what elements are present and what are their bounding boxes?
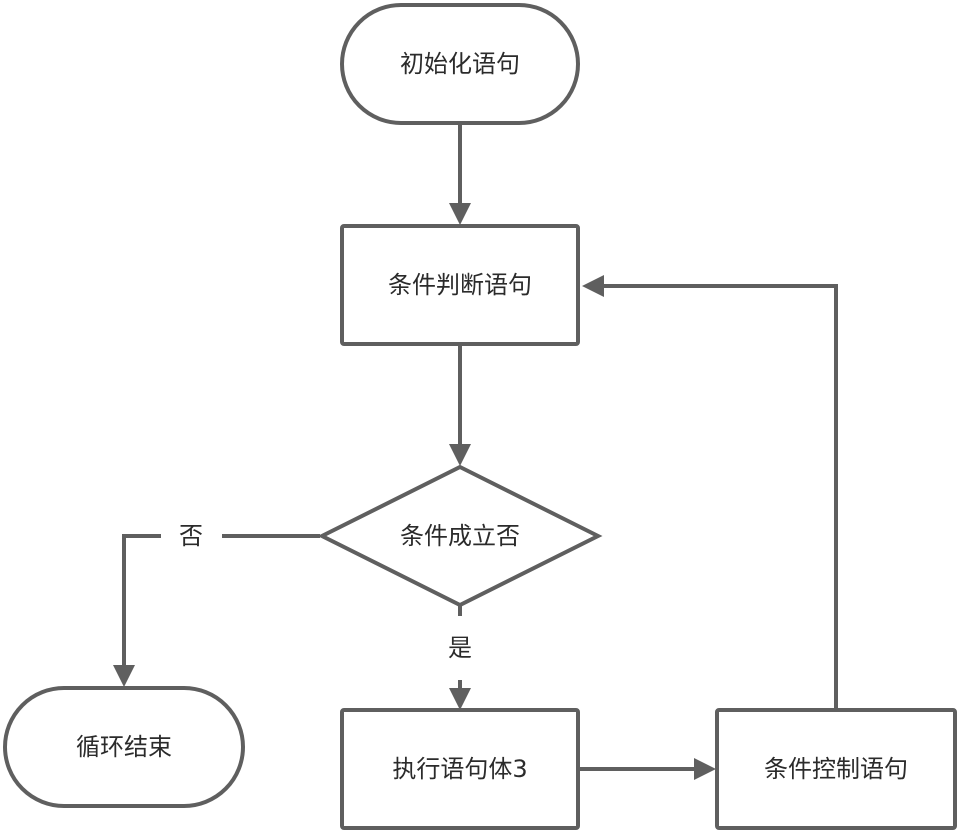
node-label-body: 执行语句体3 [392,755,527,783]
node-control[interactable]: 条件控制语句 [715,708,957,830]
process-shape-condition-statement [340,224,580,346]
decision-shape [317,464,603,608]
arrowhead-condition-to-decision [449,444,471,466]
arrowhead-init-to-condition [449,203,471,225]
edge-control-to-condition [602,284,838,710]
node-label-condition-statement: 条件判断语句 [388,271,532,299]
node-init[interactable]: 初始化语句 [340,3,580,125]
process-shape-body [340,708,580,830]
node-label-init: 初始化语句 [400,50,520,78]
terminal-shape-end [3,686,245,808]
edges [113,123,838,780]
arrowhead-body-to-control [694,758,716,780]
arrowhead-decision-to-end [113,665,135,687]
node-decision[interactable]: 条件成立否 [317,464,603,608]
arrowhead-decision-to-body [449,688,471,710]
node-label-end: 循环结束 [76,733,172,761]
node-body[interactable]: 执行语句体3 [340,708,580,830]
arrowhead-control-to-condition [582,275,604,297]
edge-label-no: 否 [179,522,203,550]
edge-decision-to-end-part2 [122,534,161,667]
terminal-shape-init [340,3,580,125]
node-end[interactable]: 循环结束 [3,686,245,808]
edge-label-yes: 是 [448,634,472,662]
node-label-control: 条件控制语句 [764,755,908,783]
process-shape-control [715,708,957,830]
node-condition-statement[interactable]: 条件判断语句 [340,224,580,346]
node-label-decision: 条件成立否 [400,522,520,550]
